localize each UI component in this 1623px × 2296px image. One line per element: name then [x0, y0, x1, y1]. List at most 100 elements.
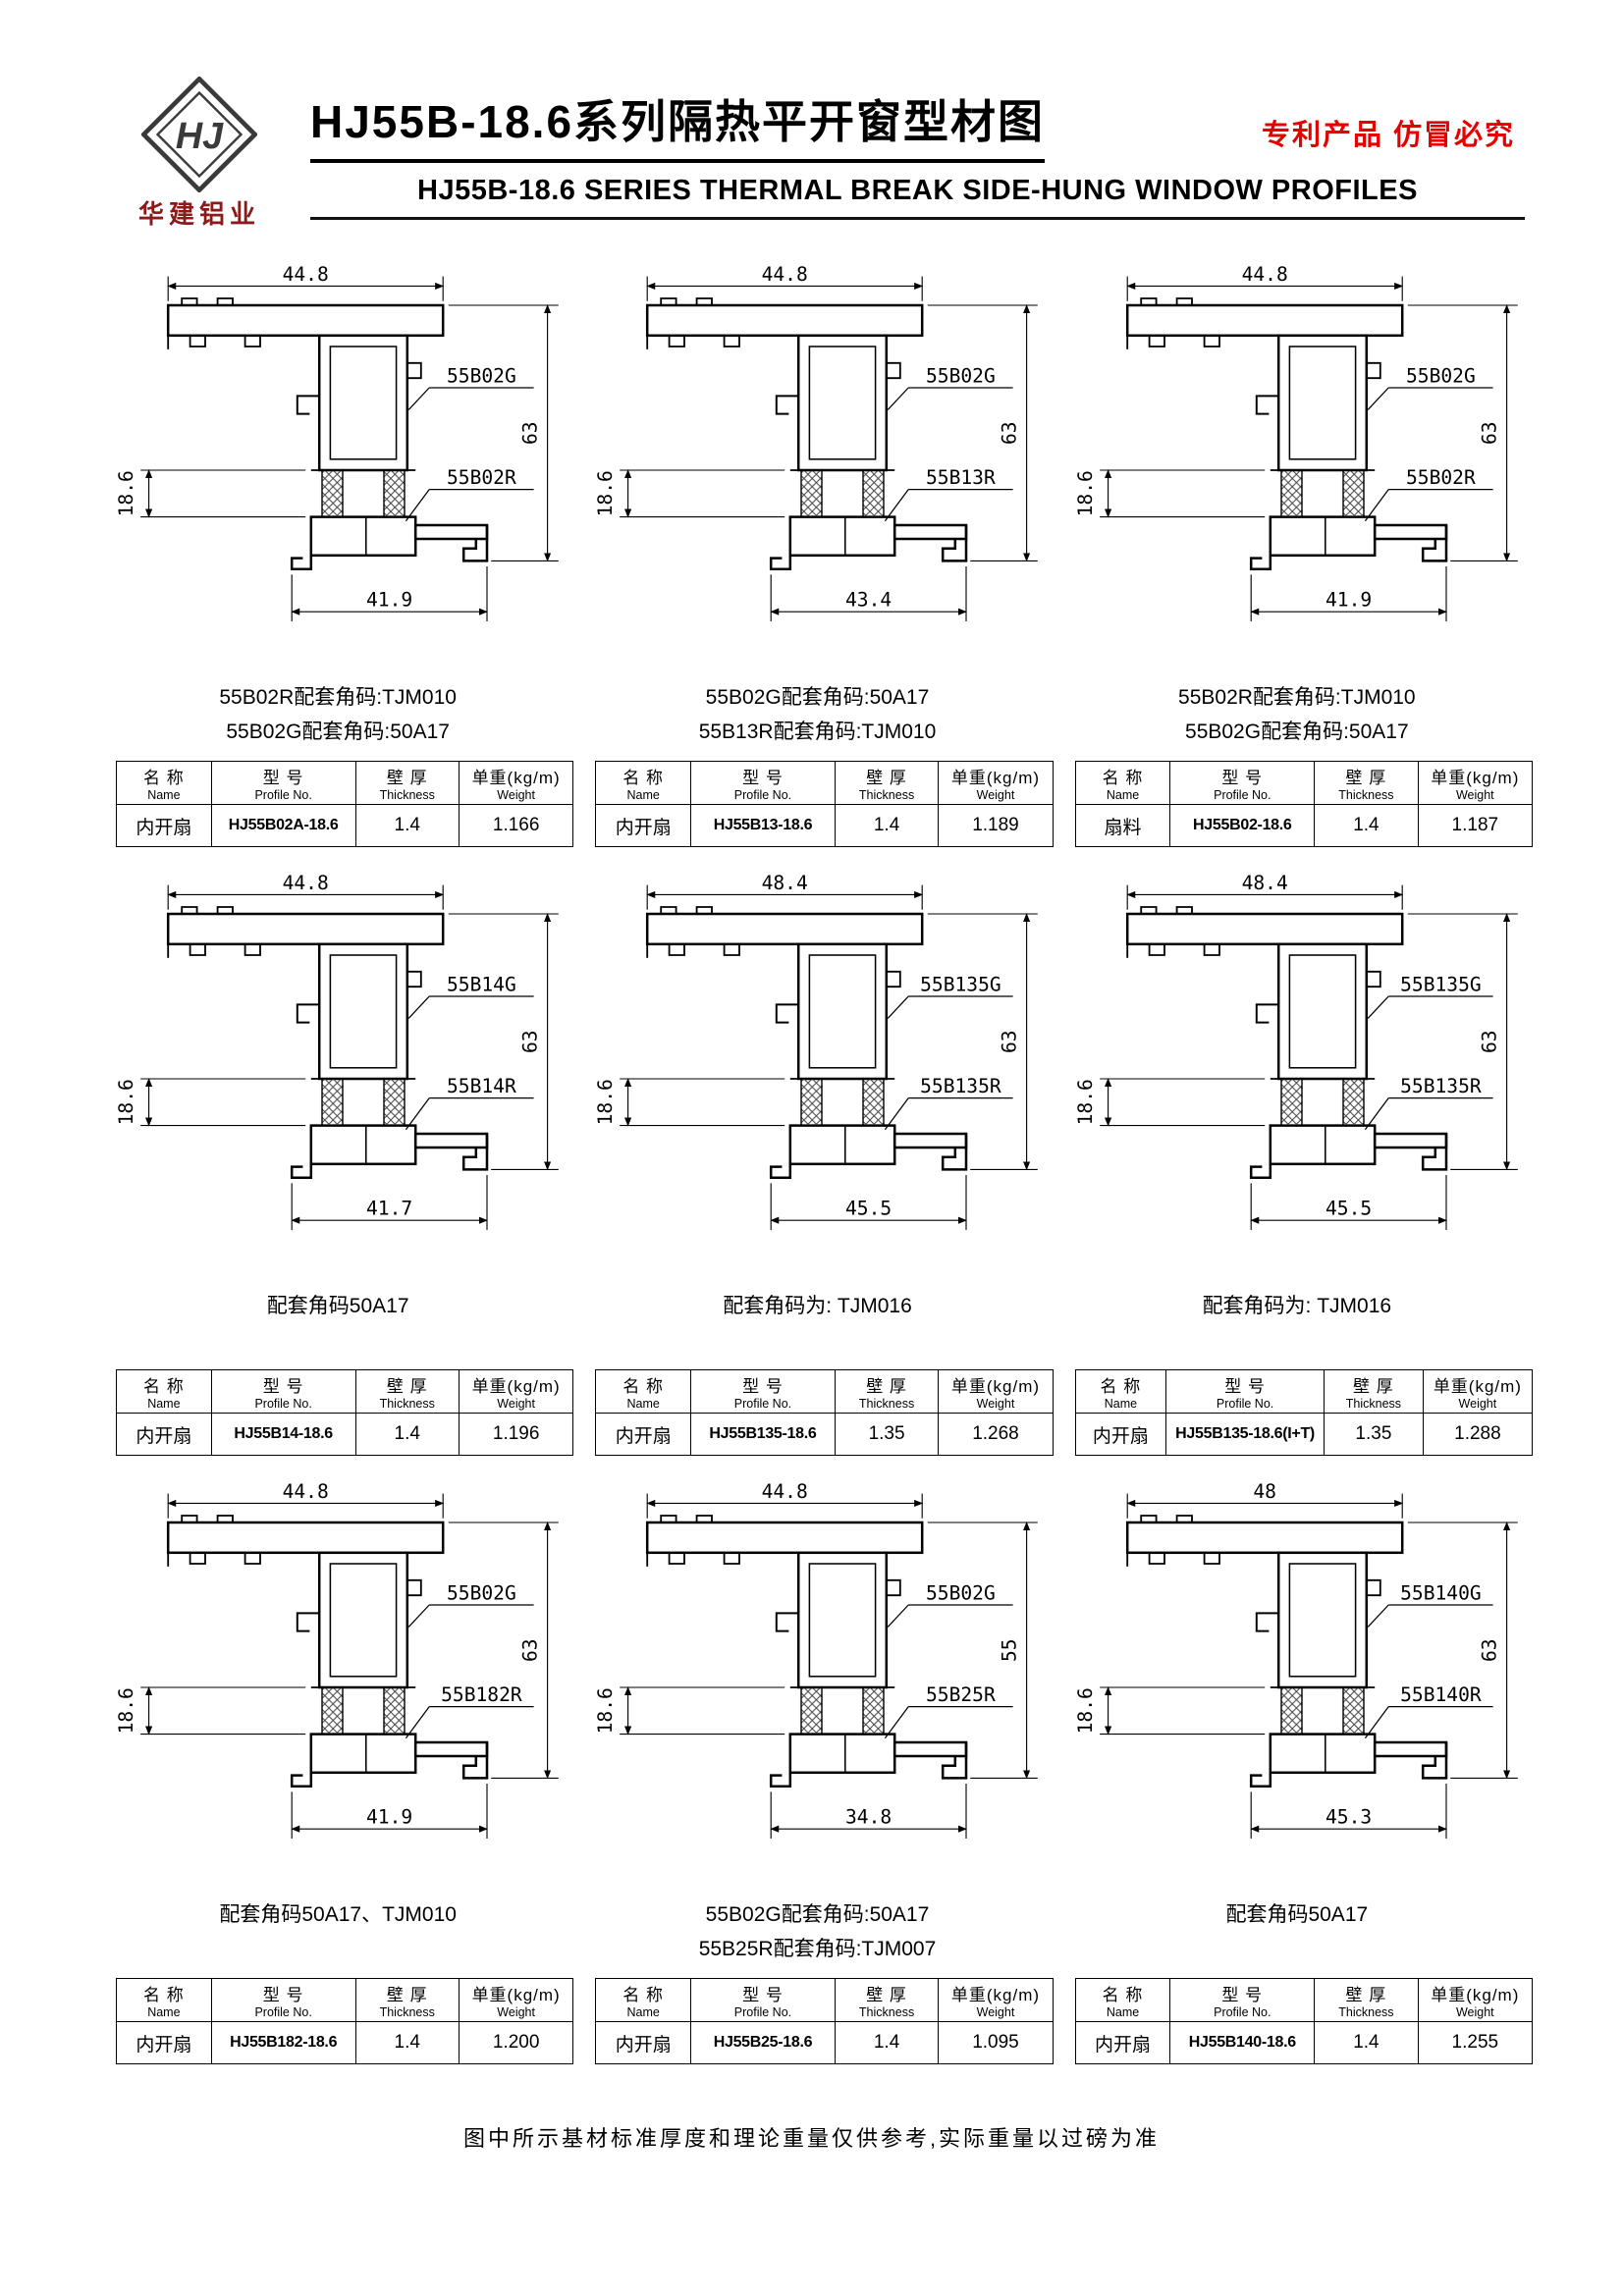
page-title: HJ55B-18.6系列隔热平开窗型材图	[310, 86, 1046, 163]
spec-table: 名 称 Name 型 号 Profile No. 壁 厚 Thickness 单…	[116, 1978, 574, 2064]
note-line: 55B02R配套角码:TJM010	[219, 686, 457, 709]
dim-bottom-label: 45.5	[1325, 1198, 1372, 1220]
dimension-lines	[620, 276, 1039, 621]
spec-thickness: 1.4	[354, 2021, 460, 2064]
col-header-thickness-en: Thickness	[858, 788, 915, 802]
dim-top-label: 44.8	[762, 264, 808, 286]
col-header-weight: 单重(kg/m) Weight	[938, 1978, 1054, 2022]
thermal-break-strips	[1279, 469, 1365, 518]
profile-diagram: 48.4 63 18.6 45.5 55B135G 55B135R	[1073, 873, 1518, 1230]
dimension-labels: 44.8 63 18.6 41.9 55B02G 55B02R	[1073, 264, 1500, 612]
corner-code-notes: 配套角码为: TJM016	[581, 1285, 1053, 1363]
spec-model: HJ55B135-18.6	[690, 1413, 836, 1456]
col-header-thickness-cn: 壁 厚	[866, 1986, 907, 2004]
dim-right-label: 63	[518, 1030, 541, 1053]
col-header-name-cn: 名 称	[143, 1377, 185, 1396]
col-header-weight: 单重(kg/m) Weight	[938, 1369, 1054, 1414]
spec-name: 内开扇	[595, 804, 692, 847]
col-header-weight-cn: 单重(kg/m)	[950, 1986, 1041, 2004]
spec-data-row: 内开扇 HJ55B135-18.6(I+T) 1.35 1.288	[1074, 1413, 1534, 1456]
profile-label-g: 55B02G	[926, 364, 996, 387]
col-header-name-en: Name	[147, 1397, 181, 1411]
spec-weight: 1.200	[458, 2021, 574, 2064]
note-line: 55B02G配套角码:50A17	[1185, 721, 1409, 743]
logo-monogram: HJ	[176, 115, 224, 156]
col-header-name: 名 称 Name	[595, 761, 692, 805]
profile-label-r: 55B14R	[447, 1075, 516, 1097]
col-header-weight-en: Weight	[976, 2005, 1015, 2019]
dim-bottom-label: 43.4	[845, 589, 892, 612]
profile-diagram: 44.8 55 18.6 34.8 55B02G 55B25R	[594, 1481, 1039, 1839]
thermal-break-strips	[1279, 1686, 1365, 1735]
col-header-name-cn: 名 称	[143, 769, 185, 787]
spec-data-row: 扇料 HJ55B02-18.6 1.4 1.187	[1074, 804, 1534, 847]
spec-thickness: 1.4	[1314, 2021, 1419, 2064]
corner-code-notes: 55B02R配套角码:TJM010 55B02G配套角码:50A17	[1061, 676, 1533, 755]
spec-name: 内开扇	[1074, 1413, 1167, 1456]
dim-bottom-label: 41.9	[1325, 589, 1372, 612]
col-header-model-en: Profile No.	[254, 1397, 312, 1411]
spec-header-row: 名 称 Name 型 号 Profile No. 壁 厚 Thickness 单…	[116, 1978, 574, 2022]
col-header-weight: 单重(kg/m) Weight	[1417, 1978, 1534, 2022]
profile-cell: 44.8 63 18.6 41.9 55B02G 55B02R 55B02R配套…	[1061, 264, 1534, 847]
spec-weight: 1.288	[1422, 1413, 1534, 1456]
col-header-weight-en: Weight	[976, 1397, 1015, 1411]
profile-outline	[166, 1515, 489, 1789]
dimension-lines	[140, 884, 559, 1230]
col-header-name-cn: 名 称	[1102, 769, 1144, 787]
spec-model: HJ55B14-18.6	[210, 1413, 356, 1456]
profile-label-g: 55B14G	[447, 973, 516, 995]
spec-header-row: 名 称 Name 型 号 Profile No. 壁 厚 Thickness 单…	[116, 1369, 574, 1414]
spec-header-row: 名 称 Name 型 号 Profile No. 壁 厚 Thickness 单…	[1074, 761, 1534, 805]
dim-right-label: 55	[999, 1638, 1021, 1662]
corner-code-notes: 配套角码50A17、TJM010	[102, 1894, 573, 1972]
note-line: 配套角码50A17	[1225, 1903, 1369, 1926]
note-line: 55B13R配套角码:TJM010	[698, 721, 937, 743]
note-line: 55B02R配套角码:TJM010	[1178, 686, 1416, 709]
dim-top-label: 44.8	[762, 1481, 808, 1503]
dim-bottom-label: 41.9	[366, 589, 412, 612]
page-subtitle: HJ55B-18.6 SERIES THERMAL BREAK SIDE-HUN…	[417, 175, 1418, 206]
note-line: 55B02G配套角码:50A17	[705, 686, 930, 709]
spec-name: 内开扇	[595, 1413, 692, 1456]
col-header-weight-en: Weight	[497, 788, 535, 802]
dimension-lines	[1099, 276, 1518, 621]
profile-cell: 48 63 18.6 45.3 55B140G 55B140R 配套角码50A1…	[1061, 1481, 1534, 2064]
profile-outline	[166, 906, 489, 1180]
col-header-thickness-en: Thickness	[1338, 2005, 1394, 2019]
col-header-name-cn: 名 称	[1102, 1986, 1144, 2004]
corner-code-notes: 配套角码50A17	[102, 1285, 573, 1363]
note-line	[581, 1323, 1053, 1358]
dim-left-label: 18.6	[1073, 470, 1096, 516]
col-header-name-cn: 名 称	[143, 1986, 185, 2004]
profiles-grid: 44.8 63 18.6 41.9 55B02G 55B02R 55B02R配套…	[0, 231, 1623, 2064]
spec-thickness: 1.35	[834, 1413, 940, 1456]
note-line: 配套角码为: TJM016	[723, 1295, 912, 1317]
col-header-weight-cn: 单重(kg/m)	[1433, 1377, 1522, 1396]
patent-notice: 专利产品 仿冒必究	[1261, 120, 1515, 151]
spec-data-row: 内开扇 HJ55B14-18.6 1.4 1.196	[116, 1413, 574, 1456]
dim-left-label: 18.6	[594, 470, 617, 516]
profile-outline	[646, 1515, 968, 1789]
logo-mark-icon: HJ	[141, 77, 257, 192]
col-header-model-cn: 型 号	[262, 769, 304, 787]
dim-bottom-label: 34.8	[845, 1806, 892, 1829]
col-header-name-cn: 名 称	[622, 1377, 665, 1396]
col-header-weight-cn: 单重(kg/m)	[950, 769, 1041, 787]
col-header-weight: 单重(kg/m) Weight	[458, 761, 574, 805]
col-header-name-en: Name	[147, 788, 181, 802]
spec-weight: 1.196	[458, 1413, 574, 1456]
thermal-break-strips	[321, 469, 406, 518]
corner-code-notes: 55B02R配套角码:TJM010 55B02G配套角码:50A17	[102, 676, 573, 755]
col-header-model: 型 号 Profile No.	[1169, 761, 1316, 805]
note-line: 配套角码50A17	[266, 1295, 409, 1317]
spec-weight: 1.166	[458, 804, 574, 847]
col-header-model: 型 号 Profile No.	[1165, 1369, 1325, 1414]
col-header-weight-cn: 单重(kg/m)	[1431, 1986, 1520, 2004]
dimension-labels: 44.8 63 18.6 41.7 55B14G 55B14R	[115, 873, 542, 1220]
profile-diagram: 48.4 63 18.6 45.5 55B135G 55B135R	[594, 873, 1039, 1230]
profile-cell: 44.8 55 18.6 34.8 55B02G 55B25R 55B02G配套…	[581, 1481, 1054, 2064]
spec-data-row: 内开扇 HJ55B13-18.6 1.4 1.189	[595, 804, 1054, 847]
dim-bottom-label: 45.5	[845, 1198, 892, 1220]
